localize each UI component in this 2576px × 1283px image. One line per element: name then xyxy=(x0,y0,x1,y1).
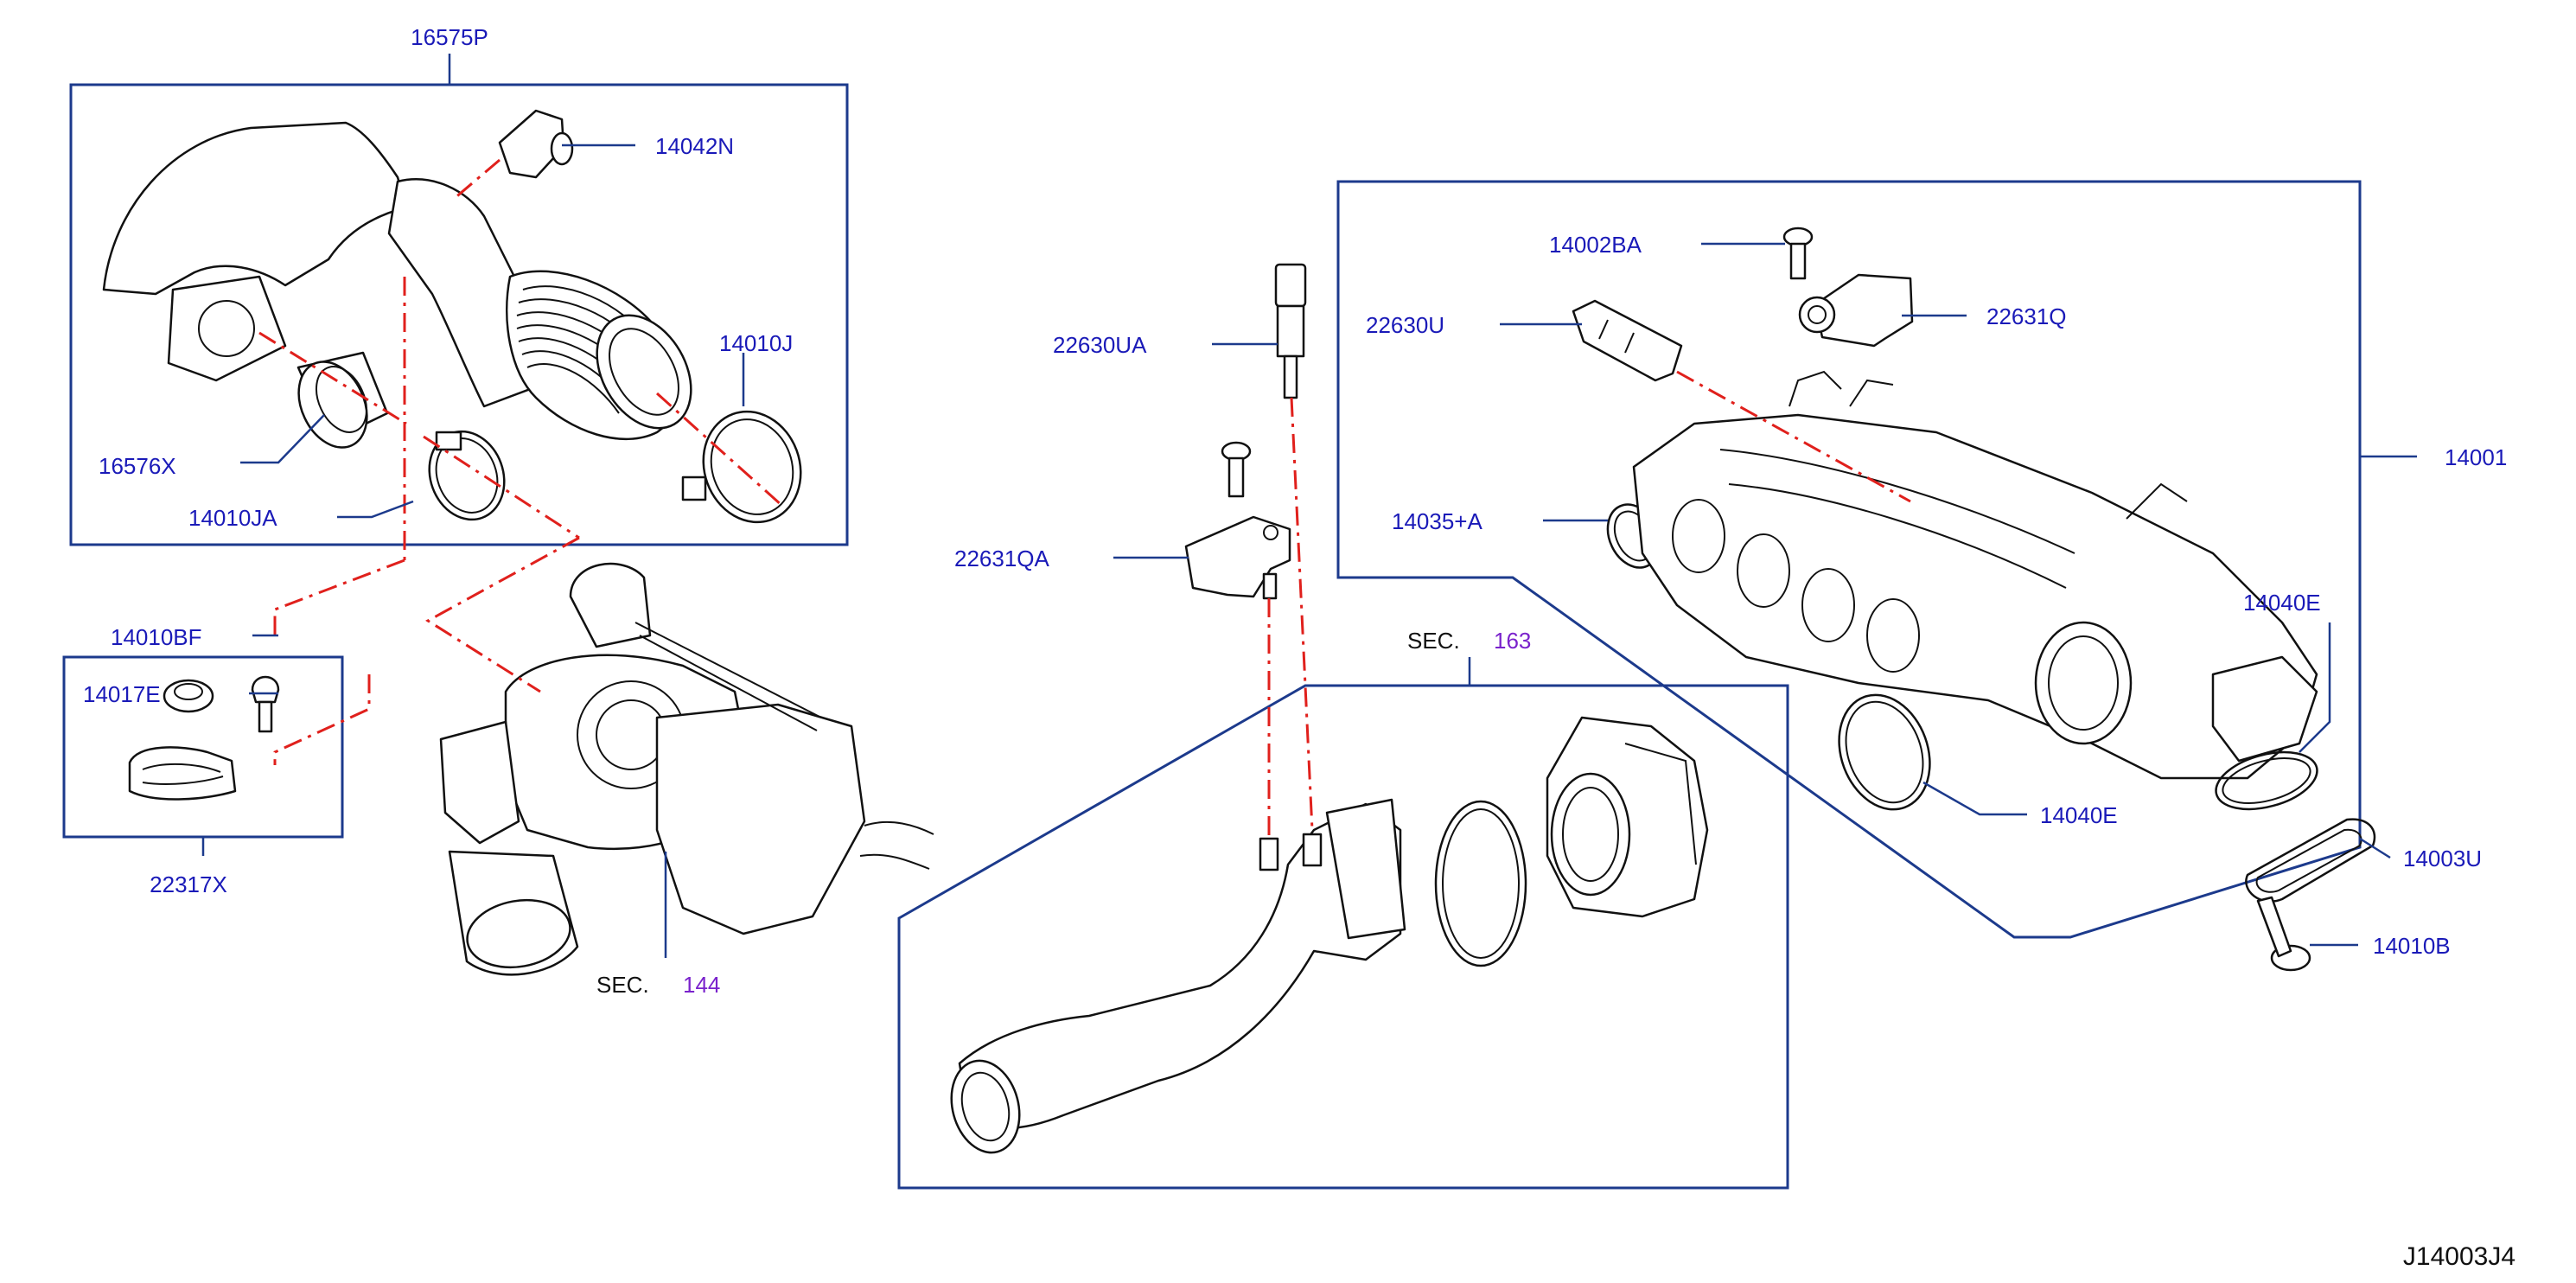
diagram-code: J14003J4 xyxy=(2403,1242,2515,1271)
clamp-14010JA-drawing xyxy=(428,430,506,521)
assembly-guide-lines xyxy=(258,158,1911,839)
intake-manifold-drawing xyxy=(1632,370,2318,780)
label-22631QA: 22631QA xyxy=(954,546,1050,571)
label-14040E-top: 14040E xyxy=(2243,590,2321,616)
hose-group-drawing xyxy=(128,675,280,801)
box-throttle-group xyxy=(897,684,1789,1190)
sensor-22630U-drawing xyxy=(1572,299,1683,382)
box-intake-manifold-group xyxy=(1336,180,2362,939)
bolt-22631QA-drawing xyxy=(1221,441,1252,498)
label-14010B: 14010B xyxy=(2373,933,2451,959)
label-14042N: 14042N xyxy=(655,133,734,159)
label-22317X: 22317X xyxy=(150,871,227,897)
throttle-body-drawing xyxy=(1546,716,1709,918)
turbocharger-drawing xyxy=(439,562,934,976)
label-14002BA: 14002BA xyxy=(1549,232,1642,258)
bolt-14010B-drawing xyxy=(2256,896,2311,972)
sensor-22631Q-drawing xyxy=(1798,273,1914,348)
label-22630UA: 22630UA xyxy=(1053,332,1147,358)
sec-144-prefix: SEC. xyxy=(596,972,649,998)
label-14003U: 14003U xyxy=(2403,846,2482,871)
sec-163-prefix: SEC. xyxy=(1407,628,1460,654)
label-16575P: 16575P xyxy=(411,24,488,50)
box-air-duct-group xyxy=(69,83,849,546)
label-14017E: 14017E xyxy=(83,681,161,707)
label-14001: 14001 xyxy=(2445,444,2507,470)
gasket-14040E-right-drawing xyxy=(2215,750,2318,811)
label-22630U: 22630U xyxy=(1366,312,1444,338)
label-14010BF: 14010BF xyxy=(111,624,202,650)
label-22631Q: 22631Q xyxy=(1986,303,2067,329)
air-duct-drawing xyxy=(102,121,692,440)
sec-144-number[interactable]: 144 xyxy=(683,972,720,998)
label-16576X: 16576X xyxy=(99,453,176,479)
leader-lines xyxy=(240,144,2391,958)
gasket-14040E-left-drawing xyxy=(1838,693,1931,811)
label-14035A: 14035+A xyxy=(1392,508,1482,534)
label-14010J: 14010J xyxy=(719,330,793,356)
clamp-14010J-drawing xyxy=(681,410,802,524)
label-14040E-bottom: 14040E xyxy=(2040,802,2118,828)
coupling-16576X-drawing xyxy=(296,351,389,449)
sensor-22630UA-drawing xyxy=(1274,263,1307,399)
label-14010JA: 14010JA xyxy=(188,505,277,531)
gasket-14003U-drawing xyxy=(2245,818,2376,903)
sec-163-number[interactable]: 163 xyxy=(1494,628,1531,654)
sensor-22631QA-drawing xyxy=(1184,515,1291,600)
intake-pipe-drawing xyxy=(950,798,1406,1154)
sensor-14042N-drawing xyxy=(498,109,574,179)
bolt-14002BA-drawing xyxy=(1782,227,1814,280)
throttle-gasket-drawing xyxy=(1434,800,1527,967)
